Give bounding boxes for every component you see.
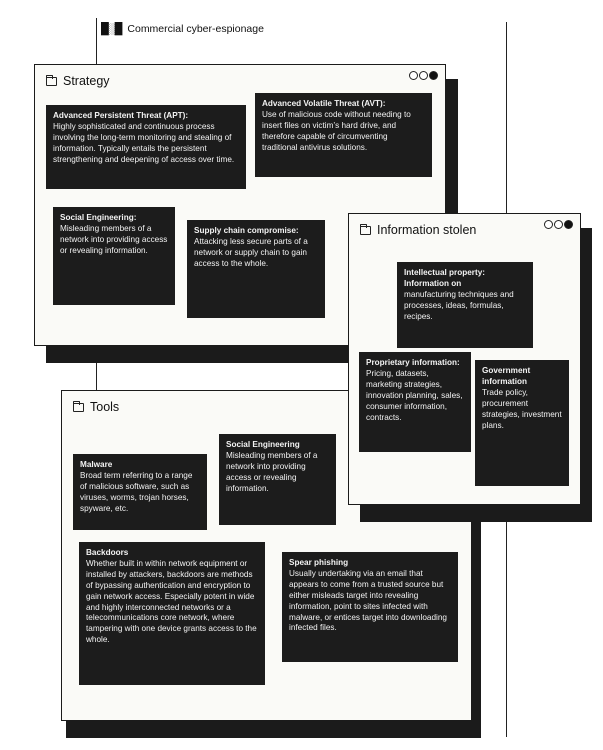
card-text: Attacking less secure parts of a network… — [194, 236, 308, 268]
window-dot-icon[interactable] — [419, 71, 428, 80]
middle-connector-line — [96, 346, 97, 392]
stolen-card-government: Government information Trade policy, pro… — [475, 360, 569, 486]
window-dot-icon[interactable] — [409, 71, 418, 80]
diagram-header: █░█ Commercial cyber-espionage — [101, 23, 264, 35]
stolen-window-title: Information stolen — [360, 223, 476, 237]
strategy-card-social-engineering: Social Engineering: Misleading members o… — [53, 207, 175, 305]
folder-icon — [73, 400, 84, 412]
tools-card-social-engineering: Social Engineering Misleading members of… — [219, 434, 336, 525]
card-title: Malware — [80, 460, 113, 469]
strategy-window-title: Strategy — [46, 74, 110, 88]
card-title: Advanced Volatile Threat (AVT): — [262, 99, 386, 108]
card-title: Spear phishing — [289, 558, 349, 567]
card-text: Whether built in within network equipmen… — [86, 558, 257, 645]
window-dot-icon[interactable] — [544, 220, 553, 229]
card-text: Misleading members of a network into pro… — [226, 450, 318, 493]
strategy-card-apt: Advanced Persistent Threat (APT): Highly… — [46, 105, 246, 189]
card-title: Intellectual property: Information on — [404, 268, 485, 288]
left-connector-line — [96, 18, 97, 64]
card-text: manufacturing techniques and processes, … — [404, 289, 514, 321]
folder-icon — [46, 74, 57, 86]
card-text: Usually undertaking via an email that ap… — [289, 568, 447, 633]
tools-title-label: Tools — [90, 400, 120, 414]
strategy-window[interactable]: Strategy Advanced Persistent Threat (APT… — [34, 64, 446, 346]
card-title: Backdoors — [86, 548, 129, 557]
network-icon: █░█ — [101, 23, 122, 35]
card-title: Advanced Persistent Threat (APT): — [53, 111, 189, 120]
header-label: Commercial cyber-espionage — [127, 23, 264, 35]
card-title: Government information — [482, 366, 531, 386]
strategy-card-supply-chain: Supply chain compromise: Attacking less … — [187, 220, 325, 318]
window-controls[interactable] — [409, 71, 438, 80]
window-dot-filled-icon[interactable] — [429, 71, 438, 80]
card-text: Pricing, datasets, marketing strategies,… — [366, 368, 463, 422]
folder-icon — [360, 223, 371, 235]
stolen-title-label: Information stolen — [377, 223, 477, 237]
card-text: Misleading members of a network into pro… — [60, 223, 168, 255]
tools-card-backdoors: Backdoors Whether built in within networ… — [79, 542, 265, 685]
card-title: Social Engineering: — [60, 213, 137, 222]
card-text: Broad term referring to a range of malic… — [80, 470, 193, 513]
tools-card-malware: Malware Broad term referring to a range … — [73, 454, 207, 530]
window-dot-icon[interactable] — [554, 220, 563, 229]
window-dot-filled-icon[interactable] — [564, 220, 573, 229]
window-controls[interactable] — [544, 220, 573, 229]
card-text: Use of malicious code without needing to… — [262, 109, 411, 152]
stolen-window[interactable]: Information stolen Intellectual property… — [348, 213, 581, 505]
card-title: Supply chain compromise: — [194, 226, 299, 235]
card-text: Trade policy, procurement strategies, in… — [482, 387, 562, 430]
tools-window-title: Tools — [73, 400, 119, 414]
stolen-card-proprietary: Proprietary information: Pricing, datase… — [359, 352, 471, 452]
tools-card-spear-phishing: Spear phishing Usually undertaking via a… — [282, 552, 458, 662]
card-text: Highly sophisticated and continuous proc… — [53, 121, 235, 164]
card-title: Proprietary information: — [366, 358, 460, 367]
stolen-card-intellectual-property: Intellectual property: Information on ma… — [397, 262, 533, 348]
strategy-card-avt: Advanced Volatile Threat (AVT): Use of m… — [255, 93, 432, 177]
strategy-title-label: Strategy — [63, 74, 110, 88]
card-title: Social Engineering — [226, 440, 300, 449]
